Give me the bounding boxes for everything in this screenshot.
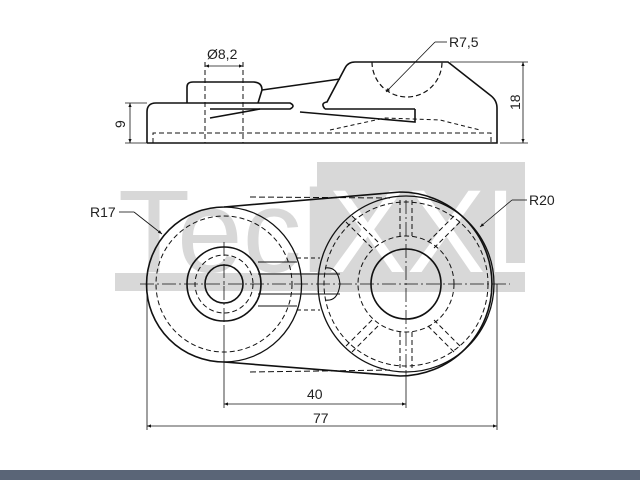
dim-center-distance: 40 [307,386,323,402]
top-view-dimensions [119,199,527,430]
dim-large-end-radius: R20 [529,192,555,208]
dim-small-end-radius: R17 [90,204,116,220]
side-view-dimensions [125,41,528,144]
dim-base-height: 9 [112,120,128,128]
top-view [140,191,510,377]
footer-bar [0,470,640,480]
dim-total-length: 77 [313,410,329,426]
watermark-text-right: XXL [328,166,551,298]
dim-bore-diameter: Ø8,2 [207,46,238,62]
watermark-logo: Tech XXL [115,162,551,298]
dim-total-height: 18 [507,94,523,110]
side-view [146,61,498,144]
dim-cone-radius: R7,5 [449,34,479,50]
